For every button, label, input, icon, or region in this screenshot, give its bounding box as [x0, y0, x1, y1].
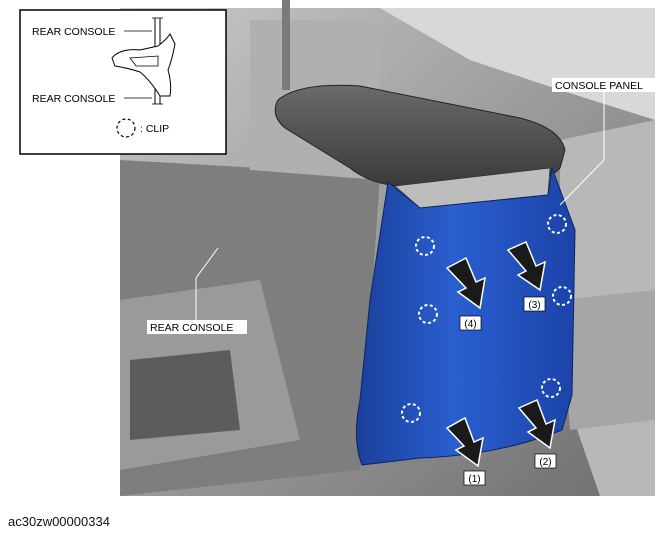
- step-label: (3): [528, 300, 540, 311]
- clip-marker: [552, 286, 572, 306]
- console-panel-label: CONSOLE PANEL: [555, 80, 643, 92]
- arrow-1-icon: [445, 416, 484, 468]
- clip-legend-label: : CLIP: [140, 123, 169, 135]
- inset-detail: REAR CONSOLE REAR CONSOLE : CLIP: [19, 9, 227, 155]
- clip-markers: [401, 214, 572, 423]
- rear-console-callout: REAR CONSOLE: [147, 247, 247, 334]
- clip-legend-icon: [116, 118, 136, 138]
- clip-marker: [541, 378, 561, 398]
- clip-marker: [547, 214, 567, 234]
- figure-caption: ac30zw00000334: [8, 514, 110, 529]
- step-label: (2): [539, 457, 551, 468]
- removal-arrows: [445, 241, 556, 468]
- clip-marker: [415, 236, 435, 256]
- step-label-box: [523, 296, 546, 312]
- arrow-2-icon: [517, 398, 556, 450]
- clip-marker: [418, 304, 438, 324]
- step-label: (4): [464, 319, 476, 330]
- step-label-box: [463, 470, 486, 486]
- clip-section-icon: [111, 33, 176, 97]
- armrest: [274, 84, 566, 209]
- step-label-box: [534, 453, 557, 469]
- rear-console-label: REAR CONSOLE: [150, 322, 233, 334]
- step-label: (1): [468, 474, 480, 485]
- inset-lower-label: REAR CONSOLE: [32, 93, 115, 105]
- arrow-4-icon: [445, 256, 486, 310]
- arrow-3-icon: [506, 241, 546, 292]
- step-labels: (4) (3) (1) (2): [459, 296, 557, 486]
- clip-marker: [401, 403, 421, 423]
- inset-upper-label: REAR CONSOLE: [32, 26, 115, 38]
- step-label-box: [459, 315, 482, 331]
- console-panel-callout: CONSOLE PANEL: [552, 78, 656, 206]
